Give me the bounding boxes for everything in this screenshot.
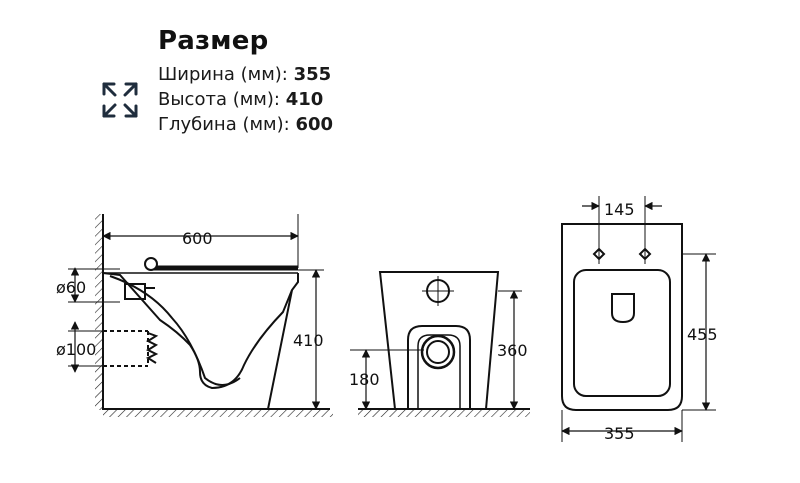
- dim-front-height: 360: [497, 341, 528, 360]
- top-body: [561, 223, 683, 411]
- page-title: Размер: [158, 26, 269, 56]
- dim-hole-spacing: 145: [604, 200, 635, 219]
- top-drain: [611, 293, 635, 324]
- pipe-waste-dashed: [103, 330, 149, 367]
- top-view: [561, 196, 716, 442]
- pipe-flush: [124, 283, 146, 300]
- bowl-back: [267, 273, 299, 410]
- side-view: [68, 214, 333, 417]
- spec-depth: Глубина (мм): 600: [158, 114, 333, 135]
- spec-depth-label: Глубина (мм):: [158, 114, 290, 135]
- spec-width-label: Ширина (мм):: [158, 64, 288, 85]
- top-bowl: [573, 269, 671, 397]
- dim-top-length: 455: [687, 325, 718, 344]
- bolt-holes: [592, 244, 652, 264]
- front-view: [350, 271, 530, 417]
- spec-height-label: Высота (мм):: [158, 89, 280, 110]
- wall-hatch: [95, 214, 103, 410]
- bowl-outline: [102, 272, 293, 390]
- dim-top-width: 355: [604, 424, 635, 443]
- floor-hatch-front: [358, 410, 530, 417]
- spec-height-value: 410: [285, 89, 324, 110]
- spec-width-value: 355: [293, 64, 332, 85]
- spec-depth-value: 600: [295, 114, 334, 135]
- front-recess: [407, 325, 471, 409]
- front-outlet: [420, 334, 456, 370]
- dim-pipe-large: ø100: [56, 340, 96, 359]
- expand-arrows-icon: [100, 80, 140, 120]
- dim-pipe-small: ø60: [56, 278, 86, 297]
- front-body: [378, 271, 500, 410]
- dim-depth: 600: [182, 229, 213, 248]
- dim-front-outlet: 180: [349, 370, 380, 389]
- floor-hatch: [103, 410, 333, 417]
- dim-side-height: 410: [293, 331, 324, 350]
- spec-width: Ширина (мм): 355: [158, 64, 331, 85]
- spec-height: Высота (мм): 410: [158, 89, 323, 110]
